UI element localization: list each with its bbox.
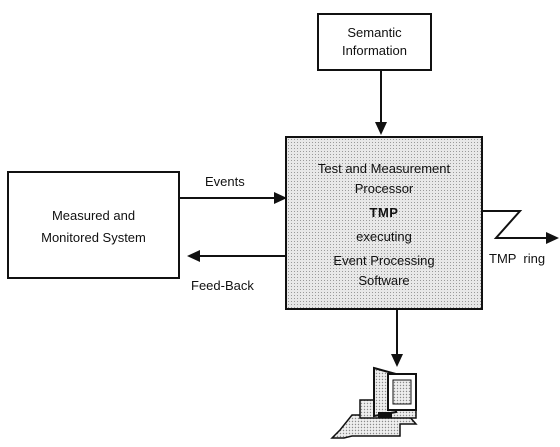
arrow-semantic-to-tmp	[375, 70, 387, 135]
tmp-box-line5: Event Processing	[333, 253, 435, 268]
measured-box-line1: Measured and	[51, 208, 136, 223]
arrow-tmp-to-workstation	[391, 310, 403, 367]
arrow-events	[179, 192, 287, 204]
tmp-box-line4: executing	[356, 229, 412, 244]
measured-system-box: Measured and Monitored System	[7, 171, 180, 279]
tmp-box-line6: Software	[358, 273, 410, 288]
arrow-feedback	[187, 250, 287, 262]
arrow-tmp-ring	[483, 210, 559, 244]
tmp-box-line1: Test and Measurement	[317, 161, 451, 176]
feedback-label: Feed-Back	[191, 278, 254, 293]
tmp-box-line3: TMP	[369, 205, 399, 220]
tmp-ring-label: TMP ring	[489, 251, 546, 266]
semantic-box-line1: Semantic	[347, 25, 402, 40]
events-label: Events	[205, 174, 245, 189]
workstation-icon	[330, 366, 418, 439]
measured-box-line2: Monitored System	[41, 230, 146, 245]
semantic-information-box: Semantic Information	[317, 13, 432, 71]
tmp-processor-box: Test and Measurement Processor TMP execu…	[285, 136, 483, 310]
semantic-box-line2: Information	[341, 43, 408, 58]
tmp-box-line2: Processor	[354, 181, 414, 196]
